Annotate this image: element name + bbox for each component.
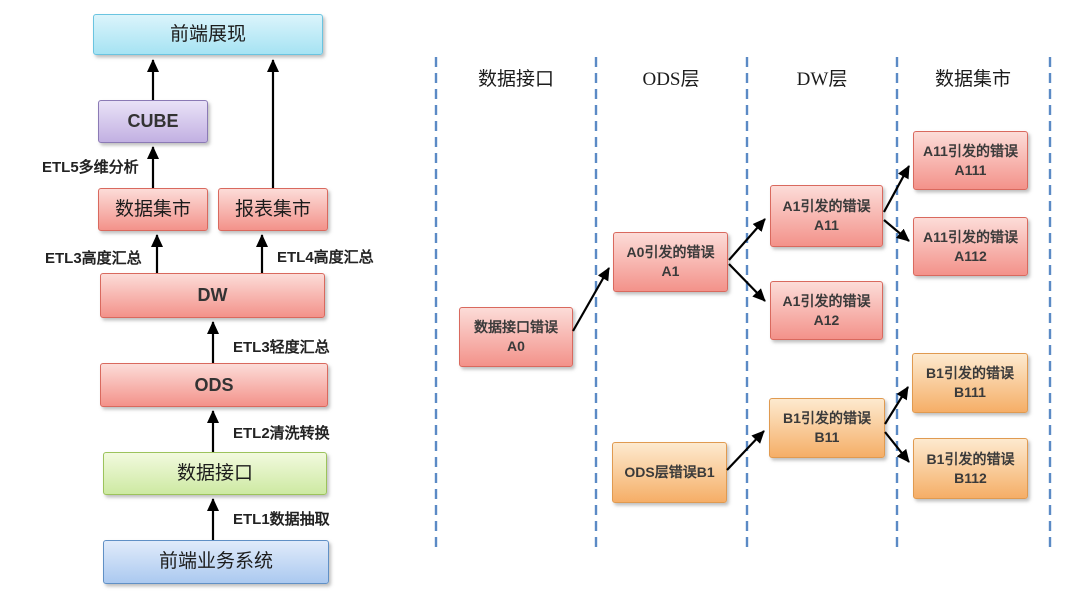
node-data-mart: 数据集市 [98,188,208,231]
lane-header-data-interface: 数据接口 [477,69,554,90]
lane-header-dw: DW层 [796,69,848,90]
arrow-a1-to-a11 [728,218,766,261]
node-error-a12: A1引发的错误A12 [770,281,883,340]
etl2-label: ETL2清洗转换 [233,425,330,442]
arrow-b11-to-b111 [884,386,909,425]
arrow-b1-to-b11 [726,430,765,471]
lane-header-data-mart: 数据集市 [934,69,1011,90]
node-error-a11: A1引发的错误A11 [770,185,883,247]
node-error-a112: A11引发的错误A112 [913,217,1028,276]
node-error-b11: B1引发的错误B11 [769,398,885,458]
arrow-a0-to-a1 [572,267,610,332]
node-error-a1: A0引发的错误A1 [613,232,728,292]
node-error-b1: ODS层错误B1 [612,442,727,503]
etl3-light-label: ETL3轻度汇总 [233,339,330,356]
arrow-a1-to-a12 [728,263,766,302]
node-error-a111: A11引发的错误A111 [913,131,1028,190]
node-dw: DW [100,273,325,318]
arrow-a11-to-a112 [883,219,910,242]
etl1-label: ETL1数据抽取 [233,511,330,528]
arrow-a11-to-a111 [883,165,910,213]
node-data-interface: 数据接口 [103,452,327,495]
node-error-b111: B1引发的错误B111 [912,353,1028,413]
lane-header-ods: ODS层 [642,69,700,90]
node-cube: CUBE [98,100,208,143]
node-report-mart: 报表集市 [218,188,328,231]
node-error-b112: B1引发的错误B112 [913,438,1028,499]
arrow-b11-to-b112 [884,431,910,463]
etl3-high-label: ETL3高度汇总 [45,250,142,267]
node-frontend-display: 前端展现 [93,14,323,55]
node-frontend-business: 前端业务系统 [103,540,329,584]
etl5-label: ETL5多维分析 [42,159,139,176]
etl4-high-label: ETL4高度汇总 [277,249,374,266]
node-ods: ODS [100,363,328,407]
node-error-a0: 数据接口错误A0 [459,307,573,367]
